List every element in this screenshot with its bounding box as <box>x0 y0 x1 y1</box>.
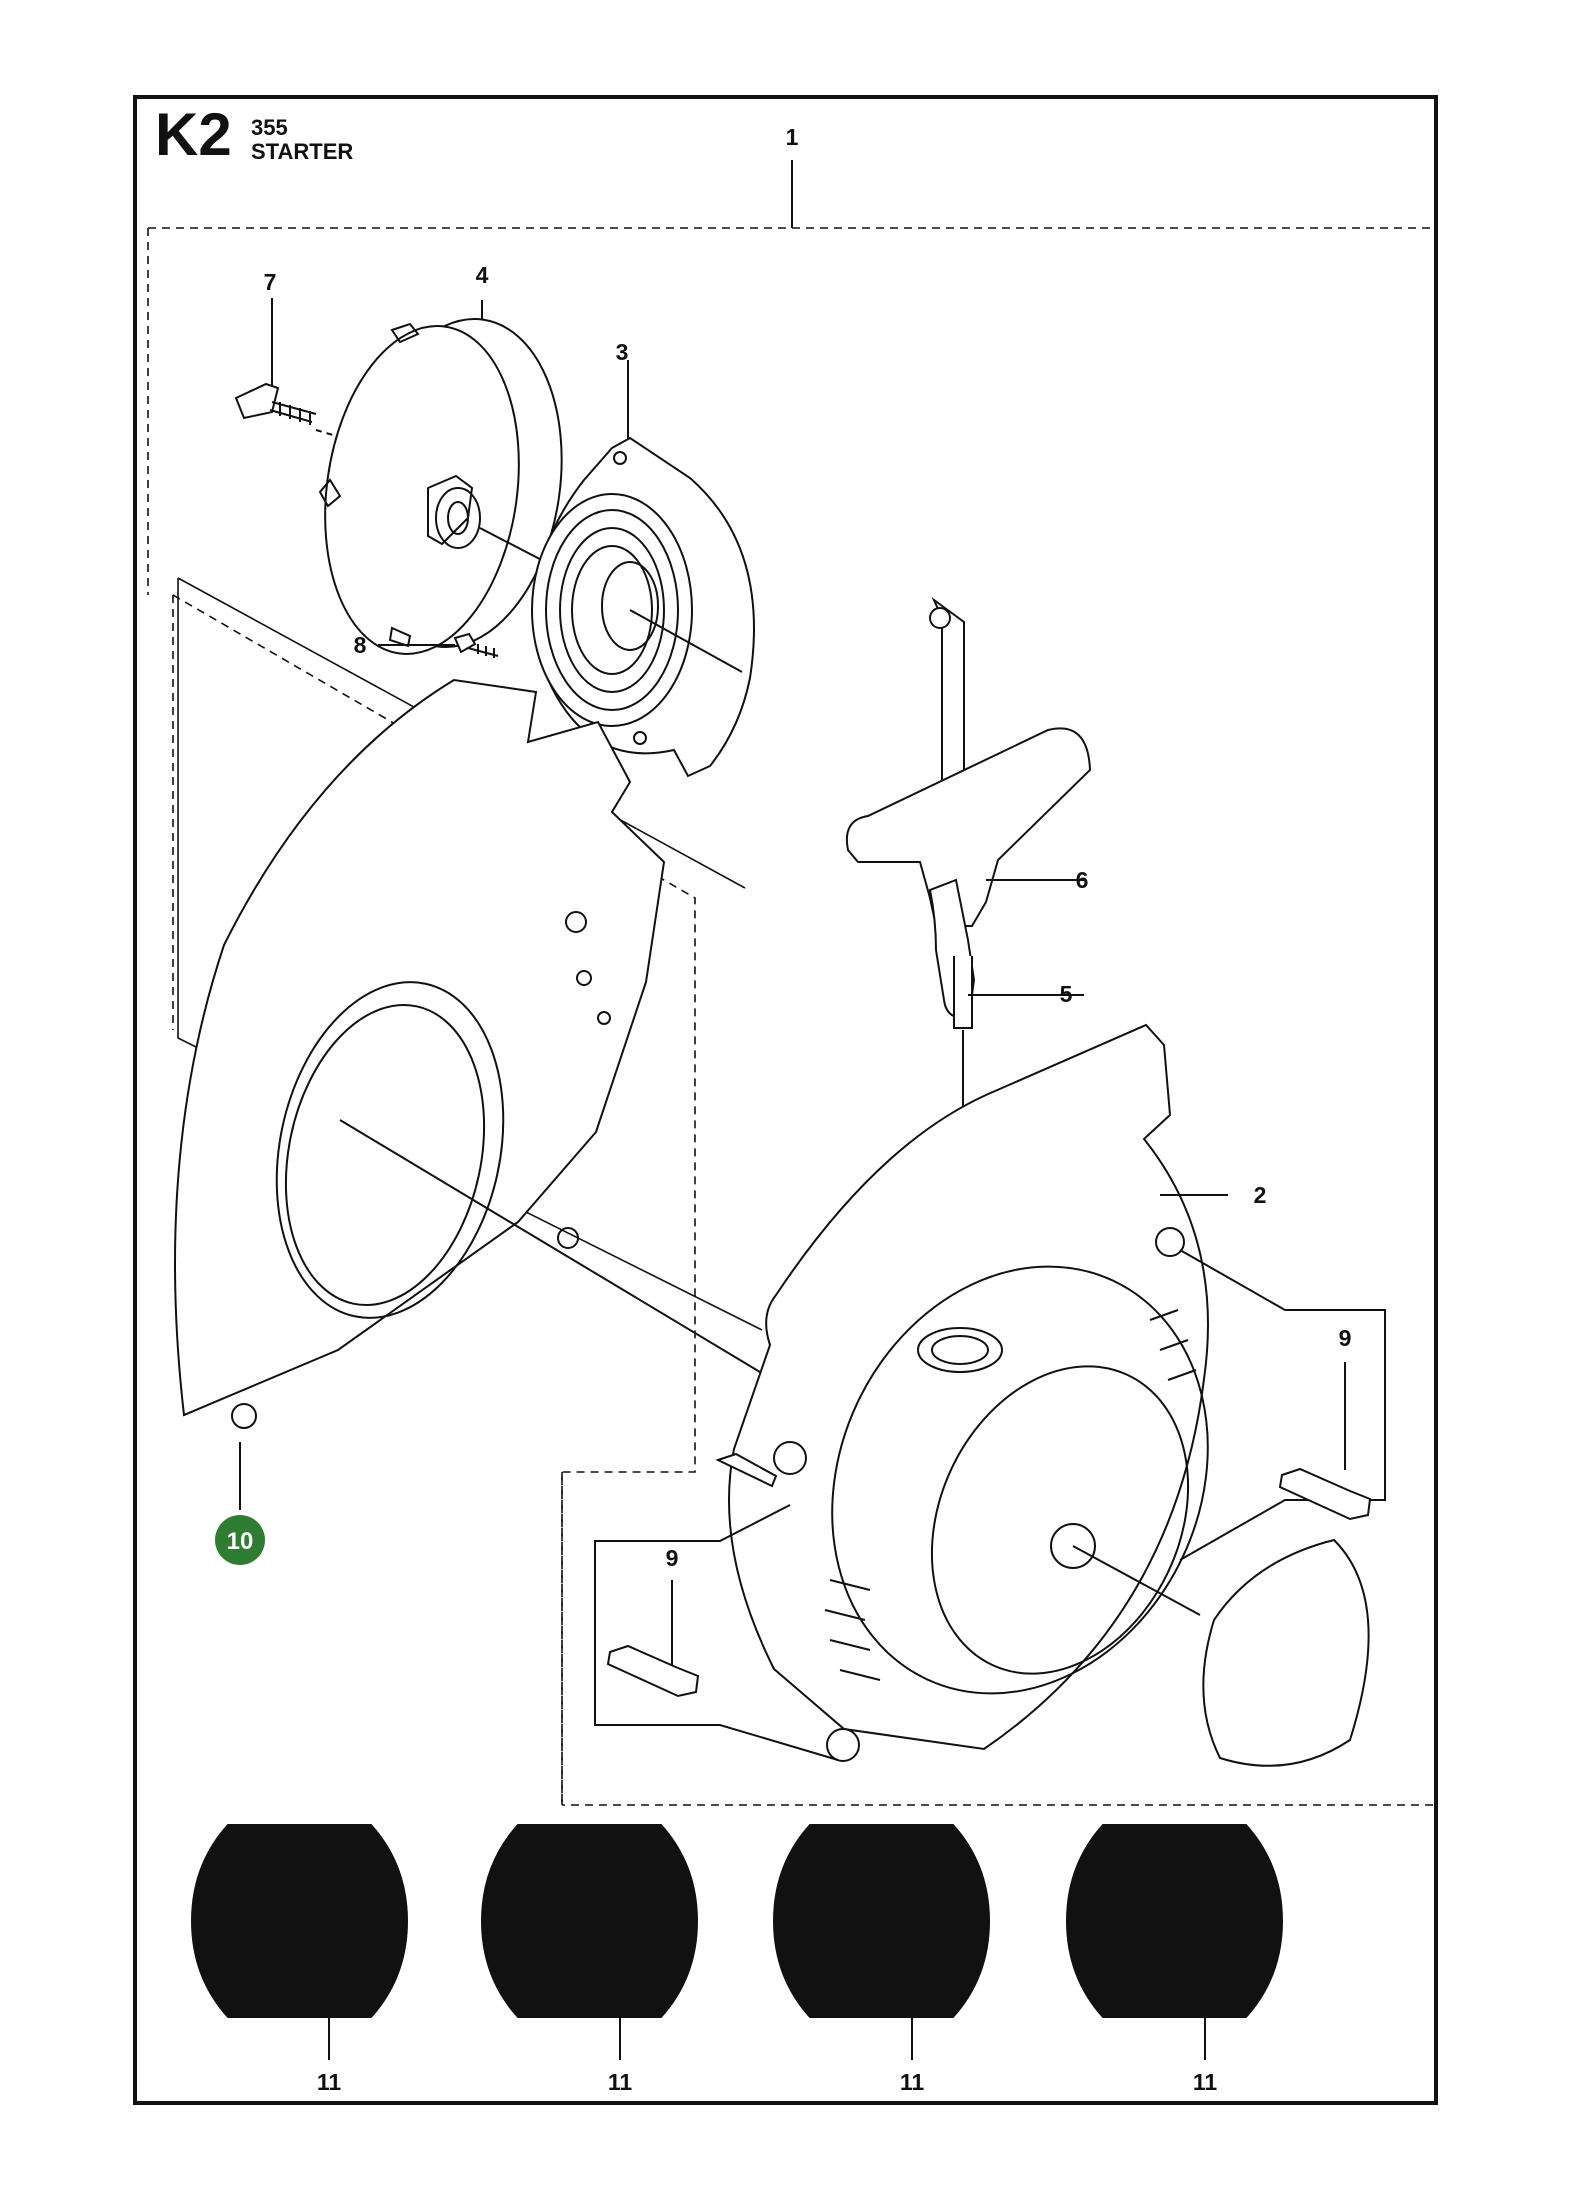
assembly-1-boundary-inner <box>172 595 563 1805</box>
callout-7: 7 <box>264 269 277 295</box>
bolt-part-9-left <box>594 1452 839 1761</box>
callout-5: 5 <box>1060 981 1073 1007</box>
spring-cassette-part-3 <box>531 360 755 778</box>
screw-part-8 <box>378 632 499 658</box>
callout-6: 6 <box>1076 867 1089 893</box>
callout-1: 1 <box>786 124 799 150</box>
callout-4: 4 <box>476 262 489 288</box>
pulley-part-4 <box>318 300 581 655</box>
pad-leaders <box>328 2018 1206 2060</box>
pads-part-11 <box>190 1824 1284 2018</box>
fan-cover-part-10 <box>174 678 771 1510</box>
callout-2: 2 <box>1254 1182 1267 1208</box>
callout-11-second: 11 <box>608 2069 633 2095</box>
gasket-outline <box>1202 1538 1370 1767</box>
bolt-part-7 <box>234 298 351 441</box>
callout-9-right: 9 <box>1339 1325 1352 1351</box>
model-number: 355 <box>251 115 288 140</box>
callout-11-fourth: 11 <box>1193 2069 1218 2095</box>
diagram-subtitle: STARTER <box>251 139 354 164</box>
diagram-code: K2 <box>155 101 232 168</box>
callout-11-first: 11 <box>317 2069 342 2095</box>
callout-10: 10 <box>227 1528 254 1555</box>
callout-3: 3 <box>616 339 629 365</box>
starter-housing-part-2 <box>728 1023 1228 1762</box>
bolt-part-9-right <box>1179 1249 1386 1561</box>
callout-10-badge <box>215 1515 265 1565</box>
callout-9-left: 9 <box>666 1545 679 1571</box>
callout-11-third: 11 <box>900 2069 925 2095</box>
callout-8: 8 <box>354 632 367 658</box>
